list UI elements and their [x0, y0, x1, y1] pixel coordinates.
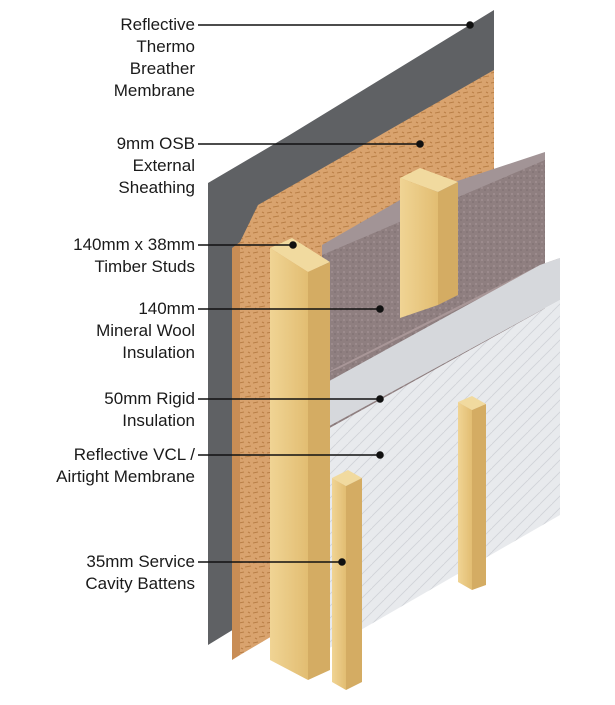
back-stud-front: [400, 178, 438, 318]
front-batten-side: [346, 478, 362, 690]
label-service-cavity-battens: 35mm Service Cavity Battens: [85, 551, 195, 595]
rear-batten-front: [458, 402, 472, 590]
leader-dot-timber-studs: [290, 242, 296, 248]
label-rigid-insulation: 50mm Rigid Insulation: [104, 388, 195, 432]
leader-dot-osb: [417, 141, 423, 147]
front-stud-front: [270, 248, 308, 680]
leader-dot-rigid-insulation: [377, 396, 383, 402]
osb-sheathing-edge: [232, 242, 240, 660]
label-timber-studs: 140mm x 38mm Timber Studs: [73, 234, 195, 278]
front-batten-front: [332, 478, 346, 690]
leader-dot-breather-membrane: [467, 22, 473, 28]
leader-dot-battens: [339, 559, 345, 565]
label-vcl-airtight-membrane: Reflective VCL / Airtight Membrane: [56, 444, 195, 488]
label-reflective-thermo-breather-membrane: Reflective Thermo Breather Membrane: [114, 14, 195, 102]
front-stud-side: [308, 262, 330, 680]
label-mineral-wool-insulation: 140mm Mineral Wool Insulation: [96, 298, 195, 364]
label-osb-external-sheathing: 9mm OSB External Sheathing: [117, 133, 195, 199]
leader-dot-mineral-wool: [377, 306, 383, 312]
rear-batten-side: [472, 404, 486, 590]
leader-dot-vcl: [377, 452, 383, 458]
back-stud-side: [438, 182, 458, 305]
